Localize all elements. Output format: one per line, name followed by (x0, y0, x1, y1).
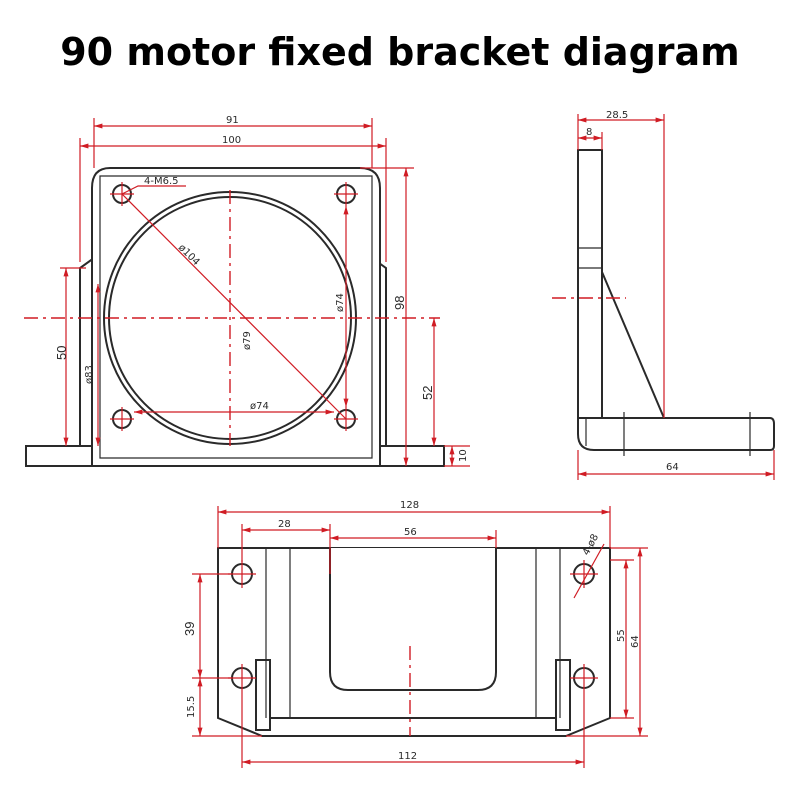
dim-front-width-100: 100 (222, 135, 241, 146)
dim-bottom-height-55: 55 (616, 629, 627, 642)
dim-front-d74-vertical: ø74 (335, 293, 346, 312)
bottom-view: 128 28 56 4-ø8 39 15.5 55 (182, 500, 648, 768)
dim-front-d74-horizontal: ø74 (250, 401, 269, 412)
bottom-center-slot (330, 548, 496, 690)
side-vertical-plate (578, 150, 602, 418)
dim-bottom-width-112: 112 (398, 751, 417, 762)
side-gusset (602, 272, 664, 418)
dim-bottom-width-28: 28 (278, 519, 291, 530)
dim-front-d79: ø79 (242, 331, 253, 350)
dim-front-width-91: 91 (226, 115, 239, 126)
dim-side-width-28_5: 28.5 (606, 110, 628, 121)
dim-side-width-64: 64 (666, 462, 679, 473)
dim-bottom-width-56: 56 (404, 527, 417, 538)
dim-bottom-height-15_5: 15.5 (186, 696, 197, 718)
dim-side-width-8: 8 (586, 127, 592, 138)
dim-front-height-52: 52 (420, 386, 435, 400)
dim-front-d83: ø83 (84, 365, 95, 384)
front-view: 91 100 4-M6.5 ø104 ø74 ø79 ø74 ø83 50 (24, 115, 470, 466)
dim-bottom-height-39: 39 (182, 622, 197, 636)
dim-front-height-98: 98 (392, 296, 407, 310)
side-view: 28.5 8 64 (552, 110, 774, 480)
dim-front-height-50: 50 (54, 346, 69, 360)
dim-bottom-width-128: 128 (400, 500, 419, 511)
dim-bottom-height-64: 64 (630, 635, 641, 648)
side-base-plate (578, 418, 774, 450)
dim-front-holes: 4-M6.5 (144, 176, 179, 187)
dim-front-height-10: 10 (458, 449, 469, 462)
